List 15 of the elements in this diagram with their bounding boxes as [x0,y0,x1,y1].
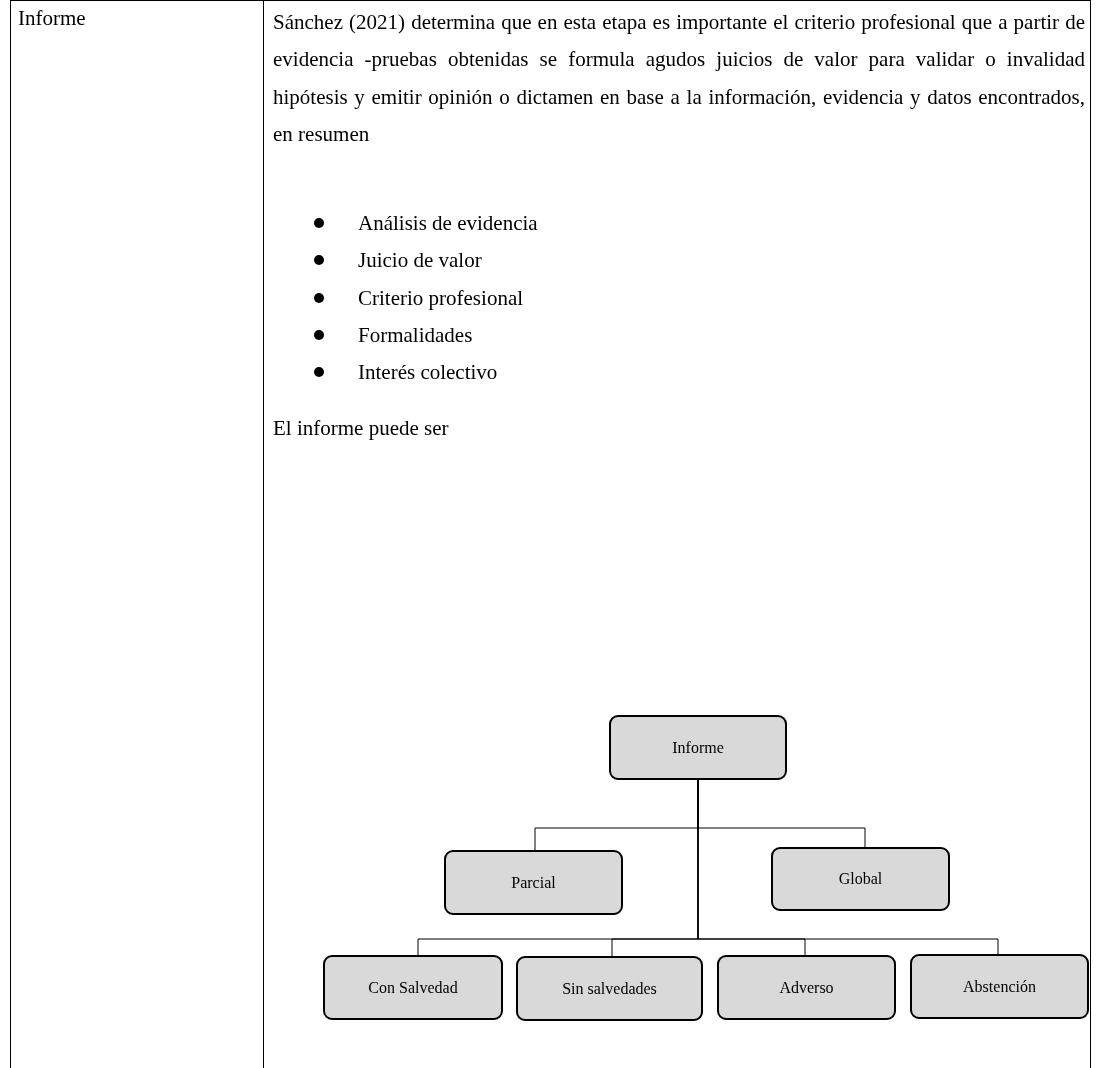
category-box: Con Salvedad [323,955,503,1020]
category-box: Informe [609,715,787,780]
list-item: Juicio de valor [358,248,482,273]
list-item: Interés colectivo [358,360,498,385]
table-cell-text: Informe [18,6,86,30]
category-box: Abstención [910,954,1089,1019]
category-box: Global [771,847,950,911]
list-item: Análisis de evidencia [358,211,538,235]
paragraph: Sánchez (2021) determina que en esta etapa es importante el criterio profesional que a partir de evidencia -pruebas obtenidas se formula agudos juicios de valor para validar o invalidad hipótesis y emitir opinión o dictamen en base a la información, evidencia y datos encontrados, en resumen [273,9,1085,148]
category-box: Adverso [717,955,896,1020]
category-box: Sin salvedades [516,956,703,1021]
category-box: Parcial [444,850,623,915]
list-item: Criterio profesional [358,285,524,310]
sentence: El informe puede ser [273,416,449,440]
list-item: Formalidades [358,322,473,347]
